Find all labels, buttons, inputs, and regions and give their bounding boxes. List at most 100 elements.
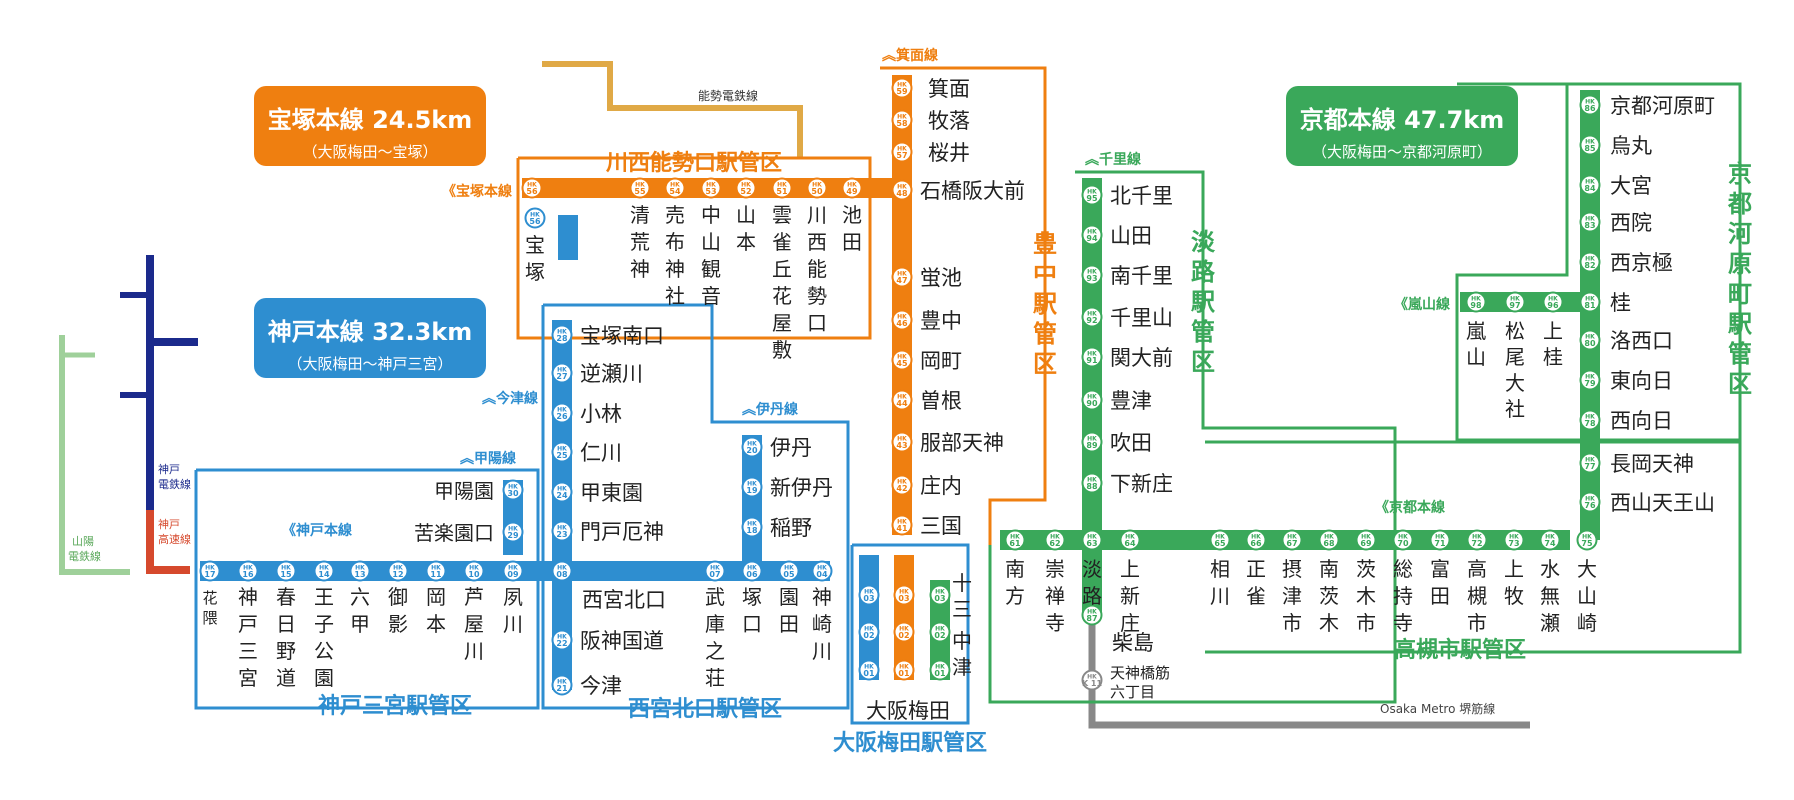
senri-line-label: ︽千里線 xyxy=(1085,151,1141,168)
kobe-kosoku-line xyxy=(146,510,190,574)
station-circle xyxy=(502,560,524,582)
station-circle xyxy=(1081,389,1103,411)
station-name: 水無瀬 xyxy=(1540,557,1560,635)
station-code: 03 xyxy=(863,594,874,603)
station-code-prefix: HK xyxy=(1287,534,1297,541)
station-code: 68 xyxy=(1323,539,1335,548)
station-code-prefix: HK xyxy=(527,182,537,189)
kyoto-line-label: 《京都本線 xyxy=(1375,499,1445,516)
station-code-prefix: HK xyxy=(508,526,518,533)
station-circle xyxy=(425,560,447,582)
station-code: 59 xyxy=(896,87,908,96)
station-code-prefix: HK xyxy=(557,329,567,336)
station-code: 22 xyxy=(556,639,567,648)
kobe-line-panel: 神戸本線 32.3km （大阪梅田〜神戸三宮） xyxy=(254,298,486,378)
station-name: 長岡天神 xyxy=(1610,452,1694,476)
kyoto-line-title: 京都本線 47.7km xyxy=(1299,106,1505,134)
station-circle xyxy=(1579,369,1601,391)
station-code-prefix: HK xyxy=(281,565,291,572)
station-circle xyxy=(806,177,828,199)
station-name: 逆瀬川 xyxy=(580,362,643,386)
station-name: 岡町 xyxy=(920,349,962,373)
station-code-prefix: HK xyxy=(1215,534,1225,541)
station-code-prefix: HK xyxy=(741,182,751,189)
station-name: 東向日 xyxy=(1610,369,1673,393)
station-code: 65 xyxy=(1214,539,1226,548)
station-code-prefix: HK xyxy=(557,367,567,374)
station-code-prefix: HK xyxy=(1585,414,1595,421)
station-circle xyxy=(1245,529,1267,551)
station-code-prefix: HK xyxy=(557,486,567,493)
kobe-kosoku-label: 高速線 xyxy=(158,532,191,546)
station-circle xyxy=(778,560,800,582)
kawanishi-district-label: 川西能勢口駅管区 xyxy=(605,150,782,176)
station-name: 南茨木 xyxy=(1319,557,1339,635)
station-name: 阪神国道 xyxy=(580,629,664,653)
station-code: 21 xyxy=(556,684,568,693)
station-circle xyxy=(1539,529,1561,551)
takarazuka-line-panel: 宝塚本線 24.5km （大阪梅田〜宝塚） xyxy=(254,86,486,166)
station-circle xyxy=(1465,291,1487,313)
station-code-prefix: HK xyxy=(812,182,822,189)
station-name: 南方 xyxy=(1005,557,1025,608)
station-code-prefix: HK xyxy=(817,565,827,572)
station-code-prefix: HK xyxy=(747,565,757,572)
station-code: K 11 xyxy=(1082,679,1103,688)
station-code-prefix: HK xyxy=(1548,296,1558,303)
station-name: 上牧 xyxy=(1504,557,1524,608)
station-code: 81 xyxy=(1584,301,1596,310)
station-code: 02 xyxy=(898,631,909,640)
station-code: 82 xyxy=(1584,261,1595,270)
station-code: 08 xyxy=(556,570,568,579)
station-circle xyxy=(1081,184,1103,206)
kobe-line-sub: （大阪梅田〜神戸三宮） xyxy=(287,355,453,373)
station-name: 門戸厄神 xyxy=(580,520,664,544)
station-code: 52 xyxy=(740,187,751,196)
station-name: 山田 xyxy=(1110,224,1152,248)
station-circle xyxy=(858,584,880,606)
station-name: 正雀 xyxy=(1246,557,1266,608)
station-name: 桜井 xyxy=(928,141,970,165)
station-name: 園田 xyxy=(779,585,799,636)
station-code: 26 xyxy=(556,412,568,421)
station-code: 41 xyxy=(896,524,908,533)
station-code-prefix: HK xyxy=(1545,534,1555,541)
station-circle xyxy=(929,584,951,606)
station-code-prefix: HK xyxy=(557,446,567,453)
station-name: 武庫之荘 xyxy=(705,585,725,690)
station-circle xyxy=(891,389,913,411)
station-code-prefix: HK xyxy=(1585,139,1595,146)
station-circle xyxy=(521,177,543,199)
station-code: 78 xyxy=(1584,419,1596,428)
metro-line xyxy=(1088,610,1530,729)
station-code-prefix: HK xyxy=(1087,534,1097,541)
station-circle xyxy=(1081,529,1103,551)
station-code: 14 xyxy=(318,570,330,579)
awaji-district-box xyxy=(988,170,1397,704)
station-code-prefix: HK xyxy=(747,441,757,448)
station-code: 90 xyxy=(1086,399,1098,408)
station-code: 73 xyxy=(1508,539,1519,548)
station-code-prefix: HK xyxy=(747,481,757,488)
station-name: 甲陽園 xyxy=(434,479,494,503)
station-name: 烏丸 xyxy=(1610,134,1652,158)
station-code: 93 xyxy=(1086,274,1097,283)
